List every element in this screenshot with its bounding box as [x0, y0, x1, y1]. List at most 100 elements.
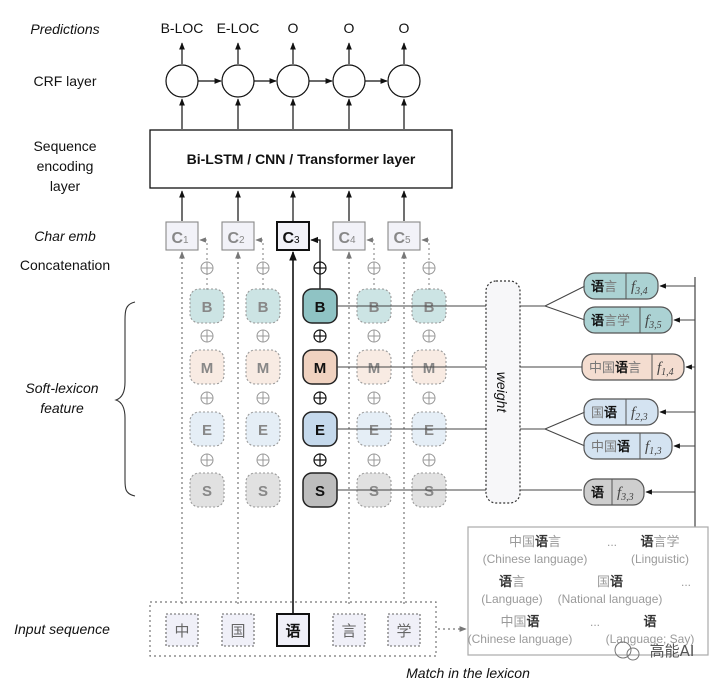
bmes-node-label: B	[424, 299, 435, 316]
bmes-node-label: E	[424, 422, 434, 439]
matched-word-bg	[583, 398, 659, 426]
bmes-node-label: E	[202, 422, 212, 439]
lexicon-word: 语言	[499, 575, 525, 590]
lexicon-word-part: 语	[643, 615, 656, 630]
matched-word-text: 语言	[591, 280, 617, 295]
lexicon-to-char-dotted-arrow	[255, 237, 264, 290]
lexicon-to-char-dotted-arrow	[366, 237, 375, 290]
bmes-node-label: B	[258, 299, 269, 316]
sequence-encoding-label-1: Sequence	[33, 138, 96, 154]
bmes-node-label: B	[369, 299, 380, 316]
frequency-subscript: 1,3	[649, 446, 662, 457]
matched-word-text: 语	[591, 486, 604, 501]
char-emb-box	[165, 221, 199, 251]
matched-word-part: 言学	[604, 313, 630, 329]
matched-word-text: 中国语言	[589, 361, 641, 376]
input-char-box	[332, 613, 366, 647]
matched-word-part: 语	[617, 440, 630, 455]
matched-word-part: 语	[604, 406, 617, 421]
char-emb-box	[221, 221, 255, 251]
lexicon-word-part: 语	[535, 535, 548, 550]
lexicon-word-part: 语	[640, 535, 653, 550]
crf-node	[165, 64, 199, 98]
bmes-node-label: E	[315, 422, 325, 439]
crf-layer-label: CRF layer	[33, 73, 96, 89]
sequence-encoding-label-3: layer	[50, 178, 81, 194]
bmes-node-s	[245, 472, 281, 508]
matched-word-bg	[583, 432, 673, 460]
wechat-icon-small	[626, 647, 640, 661]
matched-word-bg	[583, 272, 659, 300]
char-emb-subscript: 3	[294, 235, 300, 246]
match-lexicon-caption: Match in the lexicon	[406, 665, 530, 681]
branch-line	[544, 305, 586, 321]
matched-word-text: 中国语	[591, 440, 630, 455]
prediction-label: E-LOC	[217, 20, 260, 36]
matched-word-part: 语	[615, 361, 628, 376]
frequency-subscript: 3,4	[634, 286, 648, 297]
char-emb-label: Char emb	[34, 228, 96, 244]
frequency-subscript: 3,5	[648, 320, 662, 331]
lexicon-word-part: 中国	[509, 535, 535, 550]
matched-word-text: 国语	[591, 406, 617, 421]
branch-line	[544, 285, 586, 307]
lexicon-word-part: 言	[548, 535, 561, 550]
crf-node	[276, 64, 310, 98]
matched-word-bg	[581, 353, 685, 381]
char-emb-label: C1	[171, 230, 189, 247]
lexicon-ellipsis: ...	[607, 535, 617, 549]
lexicon-translation: (Language)	[481, 592, 542, 606]
bmes-node-label: M	[314, 360, 327, 377]
matched-word-part: 语	[591, 486, 604, 501]
matched-word-part: 语	[591, 280, 604, 295]
weight-label: weight	[494, 372, 510, 414]
bmes-node-m	[245, 349, 281, 385]
matched-word-part: 语	[591, 314, 604, 329]
input-char: 国	[230, 622, 245, 640]
lexicon-word-part: 语	[499, 575, 512, 590]
char-emb-label: C2	[227, 230, 245, 247]
lexicon-box	[467, 526, 709, 656]
bmes-node-label: B	[202, 299, 213, 316]
lexicon-word-part: 言学	[654, 534, 680, 550]
predictions-label: Predictions	[30, 21, 99, 37]
matched-word-part: 言	[628, 361, 641, 376]
char-emb-box	[332, 221, 366, 251]
bmes-node-label: S	[424, 483, 434, 500]
frequency-subscript: 1,4	[661, 367, 674, 378]
matched-word-part: 中国	[591, 440, 617, 455]
soft-lexicon-label-1: Soft-lexicon	[25, 380, 98, 396]
matched-word-part: 中国	[589, 361, 615, 376]
matched-word-part: 国	[591, 406, 604, 421]
char-emb-subscript: 2	[239, 235, 245, 246]
lexicon-translation: (National language)	[558, 592, 663, 606]
crf-node	[221, 64, 255, 98]
input-char-box	[387, 613, 421, 647]
crf-node	[332, 64, 366, 98]
weight-box	[485, 280, 521, 504]
bmes-node-m	[189, 349, 225, 385]
sequence-encoding-label-2: encoding	[37, 158, 94, 174]
frequency-subscript: 2,3	[635, 412, 648, 423]
crf-node	[387, 64, 421, 98]
bmes-node-e	[189, 411, 225, 447]
encoder-layer-box	[149, 129, 453, 189]
lexicon-word-part: 国	[597, 575, 610, 590]
input-char-box	[276, 613, 310, 647]
bmes-node-label: M	[257, 360, 270, 377]
bmes-node-label: E	[258, 422, 268, 439]
lexicon-translation: (Chinese language)	[483, 552, 588, 566]
lexicon-to-char-dotted-arrow	[421, 237, 430, 290]
branch-line	[544, 411, 586, 430]
char-emb-subscript: 5	[405, 235, 411, 246]
branch-line	[544, 428, 586, 447]
bmes-node-b	[245, 288, 281, 324]
input-char: 中	[174, 622, 189, 640]
lexicon-word: 语	[643, 615, 656, 630]
lexicon-translation: (Chinese language)	[468, 632, 573, 646]
